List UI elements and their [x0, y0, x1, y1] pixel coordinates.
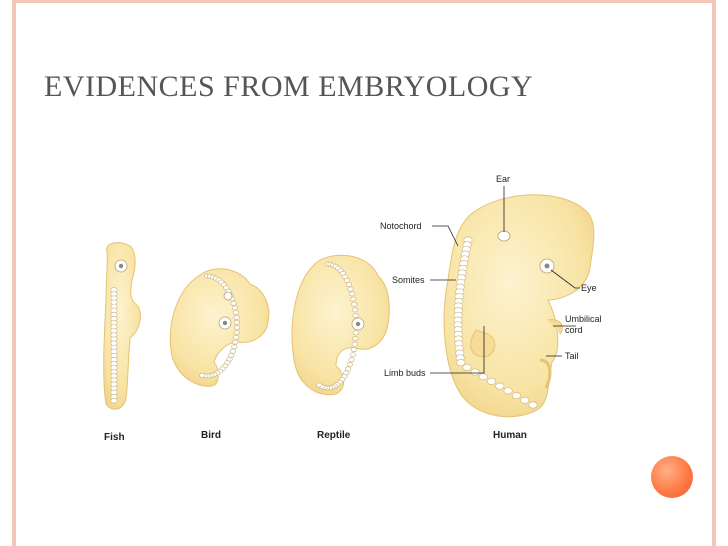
label-tail: Tail — [565, 351, 579, 361]
somite — [486, 377, 496, 385]
somite — [350, 296, 357, 302]
notochord-leader — [432, 225, 459, 247]
somite — [495, 382, 505, 390]
slide-title: EVIDENCES FROM EMBRYOLOGY — [44, 70, 534, 103]
somite — [348, 357, 355, 363]
slide-frame-left — [12, 0, 16, 546]
somite — [233, 329, 240, 335]
slide-frame-right — [712, 0, 716, 546]
somite — [456, 359, 466, 367]
somite — [230, 300, 237, 306]
human-umbilical-cord — [547, 319, 563, 335]
fish-embryo — [103, 242, 141, 410]
somite — [528, 401, 538, 409]
somite — [316, 382, 323, 388]
caption-fish: Fish — [104, 432, 125, 443]
eye-leader — [550, 269, 580, 289]
human-eye-pupil — [544, 263, 550, 269]
somite — [462, 363, 472, 371]
label-umbilical-line2: cord — [565, 325, 583, 335]
somite — [352, 336, 359, 341]
somite — [343, 278, 351, 283]
somite — [233, 315, 240, 320]
reptile-eye-pupil — [355, 321, 361, 327]
somite — [232, 310, 239, 315]
somite — [349, 352, 356, 358]
somite — [229, 348, 236, 354]
somite — [511, 392, 521, 400]
bird-eye-pupil — [222, 320, 228, 326]
somite — [346, 362, 354, 367]
somite — [231, 344, 238, 350]
somite — [520, 396, 530, 404]
label-somites: Somites — [392, 275, 425, 285]
fish-eye-pupil — [118, 263, 124, 269]
somite — [351, 307, 359, 313]
reptile-embryo — [291, 254, 390, 396]
somite — [232, 339, 239, 345]
caption-human: Human — [493, 430, 527, 441]
somite — [478, 373, 488, 381]
bird-embryo — [169, 268, 270, 387]
somite — [352, 330, 359, 336]
caption-bird: Bird — [201, 430, 221, 441]
human-somites — [453, 236, 538, 409]
label-ear: Ear — [496, 174, 510, 184]
somite — [503, 387, 513, 395]
somite — [233, 324, 241, 330]
label-umbilical-line1: Umbilical — [565, 314, 602, 324]
human-ear — [497, 230, 511, 242]
bird-ear — [223, 291, 233, 301]
label-limb-buds: Limb buds — [384, 368, 426, 378]
bird-embryo-body — [169, 268, 270, 387]
human-limb-bud — [470, 329, 496, 358]
decorative-orange-circle — [651, 456, 693, 498]
slide-frame-top — [12, 0, 716, 3]
somite — [351, 301, 358, 307]
somite — [345, 366, 352, 372]
somite — [351, 341, 358, 347]
human-tail — [539, 358, 552, 389]
reptile-embryo-body — [291, 254, 390, 396]
somite — [199, 372, 206, 378]
somite — [233, 319, 240, 325]
somite — [348, 291, 356, 297]
human-embryo — [443, 194, 595, 418]
somite — [347, 286, 354, 292]
somite — [352, 313, 359, 318]
somite — [110, 398, 118, 404]
somite — [228, 352, 235, 358]
somite — [345, 282, 353, 287]
label-eye: Eye — [581, 283, 597, 293]
human-embryo-body — [443, 194, 595, 418]
somite — [231, 305, 239, 311]
caption-reptile: Reptile — [317, 430, 351, 441]
somite — [350, 347, 358, 352]
label-notochord: Notochord — [380, 221, 422, 231]
label-leaders — [430, 186, 580, 374]
somite — [470, 368, 480, 376]
limb-buds-leader — [430, 326, 485, 374]
fish-somites — [110, 287, 118, 404]
somite — [233, 334, 240, 340]
